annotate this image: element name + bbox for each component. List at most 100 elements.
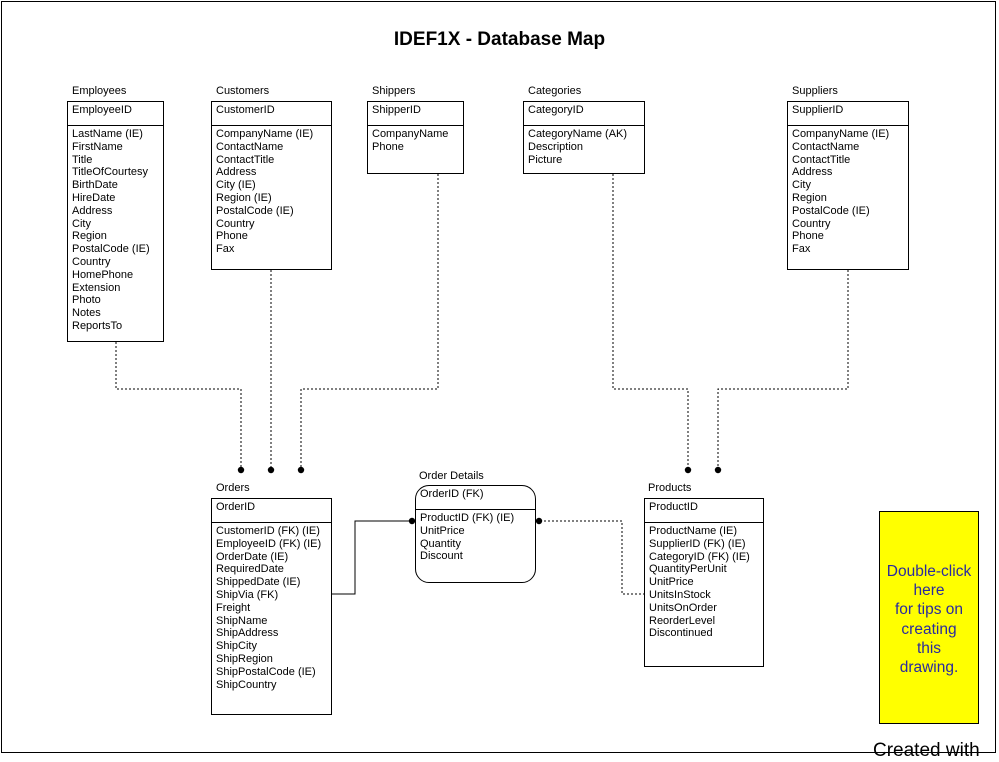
entity-attribute: Region xyxy=(792,191,827,204)
rel-suppliers-products xyxy=(717,270,849,469)
entity-attribute: ProductName (IE) xyxy=(649,525,738,537)
entity-attribute: Address xyxy=(72,204,113,217)
entity-attribute: ShipPostalCode (IE) xyxy=(216,665,316,678)
entity-name-customers: Customers xyxy=(216,85,270,97)
entity-attribute: Title xyxy=(72,153,93,166)
entity-attribute: BirthDate xyxy=(72,179,118,192)
cardinality-dot xyxy=(237,466,245,474)
entity-attribute: PostalCode (IE) xyxy=(72,243,150,256)
entity-attribute: Phone xyxy=(216,230,248,243)
entity-attribute: CategoryID (FK) (IE) xyxy=(649,550,750,563)
entity-attribute: ShipVia (FK) xyxy=(216,588,279,601)
cardinality-dot xyxy=(535,517,543,525)
tips-note[interactable]: Double-click here for tips on creating t… xyxy=(879,511,979,724)
entity-attribute: CompanyName (IE) xyxy=(216,128,314,140)
entity-attribute: FirstName xyxy=(72,140,123,153)
entity-attribute: ShipName xyxy=(216,614,268,627)
entity-name-suppliers: Suppliers xyxy=(792,85,838,97)
entity-attribute: ContactTitle xyxy=(216,153,275,166)
rel-shippers-orders xyxy=(300,174,439,469)
entity-attribute: CustomerID (FK) (IE) xyxy=(216,525,320,537)
entity-attribute: Fax xyxy=(792,243,811,256)
entity-attribute: City (IE) xyxy=(216,179,256,192)
cardinality-dot xyxy=(267,466,275,474)
entity-attribute: Discontinued xyxy=(649,627,713,640)
entity-attribute: CategoryID xyxy=(528,104,584,116)
entity-attribute: PostalCode (IE) xyxy=(216,204,294,217)
entity-products[interactable]: ProductID ProductName (IE)SupplierID (FK… xyxy=(644,498,764,667)
entity-name-products: Products xyxy=(648,482,692,494)
entity-attribute: LastName (IE) xyxy=(72,128,143,140)
entity-attribute: Region (IE) xyxy=(216,191,272,204)
entity-attribute: Fax xyxy=(216,243,235,256)
entity-attribute: Quantity xyxy=(420,537,461,550)
entity-attribute: Region xyxy=(72,230,107,243)
primary-key-section: ShipperID xyxy=(368,102,463,126)
entity-name-orders: Orders xyxy=(216,482,250,494)
primary-key-section: EmployeeID xyxy=(68,102,163,126)
entity-attribute: City xyxy=(792,179,811,192)
entity-attribute: UnitPrice xyxy=(649,576,694,589)
entity-attribute: HireDate xyxy=(72,191,116,204)
entity-attribute: HomePhone xyxy=(72,268,134,281)
primary-key-section: SupplierID xyxy=(788,102,908,126)
entity-attribute: CategoryName (AK) xyxy=(528,128,628,140)
diagram-title: IDEF1X - Database Map xyxy=(393,29,606,50)
primary-key-section: OrderID (FK) xyxy=(416,486,535,510)
cardinality-dot xyxy=(714,466,722,474)
entity-name-categories: Categories xyxy=(528,85,582,97)
entity-attribute: UnitsOnOrder xyxy=(649,601,717,614)
entity-attribute: SupplierID (FK) (IE) xyxy=(649,537,746,550)
entity-attribute: PostalCode (IE) xyxy=(792,204,870,217)
entity-attribute: OrderID xyxy=(216,501,256,513)
entity-attribute: ShipperID xyxy=(372,104,421,116)
entity-attribute: Notes xyxy=(72,307,101,320)
entity-attribute: ContactName xyxy=(792,140,860,153)
entity-attribute: ShipAddress xyxy=(216,627,279,640)
entity-name-shippers: Shippers xyxy=(372,85,416,97)
entity-name-order-details: Order Details xyxy=(419,470,484,482)
entity-attribute: Discount xyxy=(420,550,463,563)
primary-key-section: CategoryID xyxy=(524,102,644,126)
entity-orders[interactable]: OrderID CustomerID (FK) (IE)EmployeeID (… xyxy=(211,498,332,715)
primary-key-section: CustomerID xyxy=(212,102,331,126)
entity-attribute: CompanyName (IE) xyxy=(792,128,890,140)
entity-order-details[interactable]: OrderID (FK) ProductID (FK) (IE)UnitPric… xyxy=(415,485,536,583)
entity-attribute: ReportsTo xyxy=(72,319,123,332)
attribute-section: ProductName (IE)SupplierID (FK) (IE)Cate… xyxy=(645,523,763,642)
entity-attribute: SupplierID xyxy=(792,104,844,116)
entity-attribute: Picture xyxy=(528,153,563,166)
primary-key-section: OrderID xyxy=(212,499,331,523)
entity-attribute: Address xyxy=(792,166,833,179)
rel-orders-orderdetails xyxy=(332,520,412,595)
entity-attribute: Phone xyxy=(792,230,824,243)
entity-attribute: ProductID (FK) (IE) xyxy=(420,512,515,524)
cardinality-dot xyxy=(684,466,692,474)
entity-attribute: Photo xyxy=(72,294,101,307)
cardinality-dot xyxy=(297,466,305,474)
entity-attribute: OrderDate (IE) xyxy=(216,550,289,563)
entity-attribute: ContactTitle xyxy=(792,153,851,166)
entity-name-employees: Employees xyxy=(72,85,127,97)
entity-attribute: TitleOfCourtesy xyxy=(72,166,149,179)
entity-attribute: ProductID xyxy=(649,501,698,513)
entity-attribute: ReorderLevel xyxy=(649,614,716,627)
entity-attribute: Extension xyxy=(72,281,121,294)
entity-attribute: CustomerID xyxy=(216,104,275,116)
rel-products-orderdetails xyxy=(539,520,645,595)
entity-attribute: CompanyName xyxy=(372,128,449,140)
entity-attribute: EmployeeID xyxy=(72,104,132,116)
entity-attribute: ShipCountry xyxy=(216,678,277,691)
entity-attribute: RequiredDate xyxy=(216,563,284,576)
rel-categories-products xyxy=(612,174,689,469)
